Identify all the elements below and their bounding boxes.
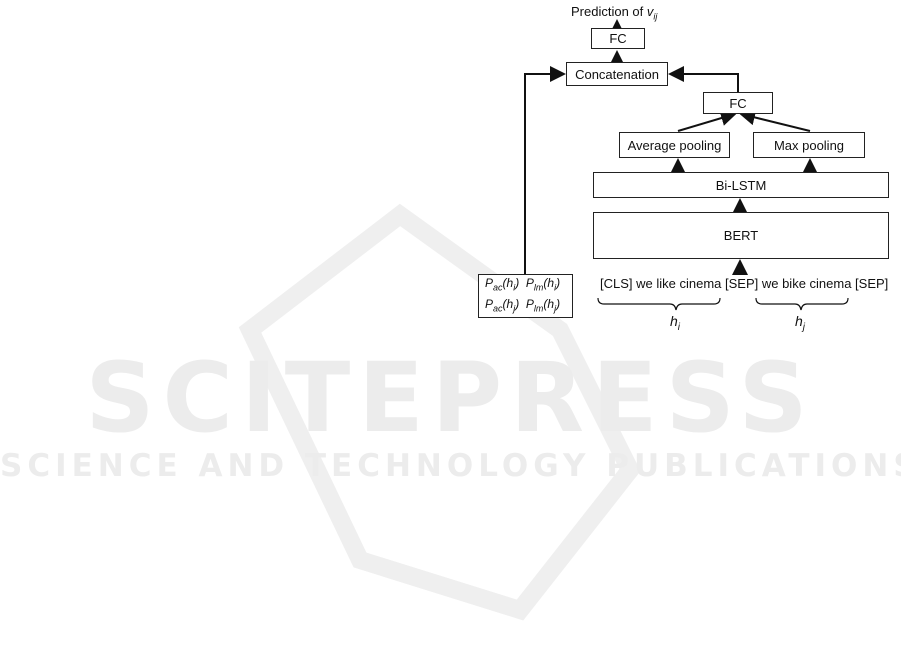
feat-r2b-arg: (h bbox=[543, 297, 554, 311]
feat-r1b: P bbox=[526, 276, 534, 290]
feat-r1b-sub: lm bbox=[534, 282, 544, 292]
max-pooling-box: Max pooling bbox=[753, 132, 865, 158]
feat-r2b: P bbox=[526, 297, 534, 311]
feat-r1b-arg: (h bbox=[543, 276, 554, 290]
feat-r1a-close: ) bbox=[515, 276, 519, 290]
brace-label-hj-sub: j bbox=[803, 322, 805, 333]
feat-r1a-arg: (h bbox=[503, 276, 514, 290]
brace-label-hi-sub: i bbox=[678, 322, 680, 333]
concatenation-box: Concatenation bbox=[566, 62, 668, 86]
brace-label-hj: hj bbox=[795, 313, 805, 333]
prediction-label: Prediction of vij bbox=[571, 4, 657, 22]
average-pooling-box: Average pooling bbox=[619, 132, 730, 158]
feat-r1b-close: ) bbox=[556, 276, 560, 290]
feat-r2b-sub: lm bbox=[534, 303, 544, 313]
features-box: Pac(hi) Plm(hi) Pac(hj) Plm(hj) bbox=[478, 274, 573, 318]
feat-r2a-arg: (h bbox=[503, 297, 514, 311]
brace-label-hj-text: h bbox=[795, 313, 803, 329]
feat-r1a-sub: ac bbox=[493, 282, 503, 292]
brace-label-hi-text: h bbox=[670, 313, 678, 329]
feat-r2b-close: ) bbox=[556, 297, 560, 311]
feat-r2a-sub: ac bbox=[493, 303, 503, 313]
prediction-text: Prediction of bbox=[571, 4, 643, 19]
feat-r1a: P bbox=[485, 276, 493, 290]
feat-r2a-close: ) bbox=[515, 297, 519, 311]
features-row-2: Pac(hj) Plm(hj) bbox=[485, 296, 560, 317]
features-row-1: Pac(hi) Plm(hi) bbox=[485, 275, 560, 296]
bilstm-box: Bi-LSTM bbox=[593, 172, 889, 198]
feat-r2a: P bbox=[485, 297, 493, 311]
fc-top-box: FC bbox=[591, 28, 645, 49]
input-sequence: [CLS] we like cinema [SEP] we bike cinem… bbox=[600, 276, 888, 291]
fc-mid-box: FC bbox=[703, 92, 773, 114]
bert-box: BERT bbox=[593, 212, 889, 259]
brace-label-hi: hi bbox=[670, 313, 680, 333]
prediction-var-sub: ij bbox=[653, 12, 657, 22]
